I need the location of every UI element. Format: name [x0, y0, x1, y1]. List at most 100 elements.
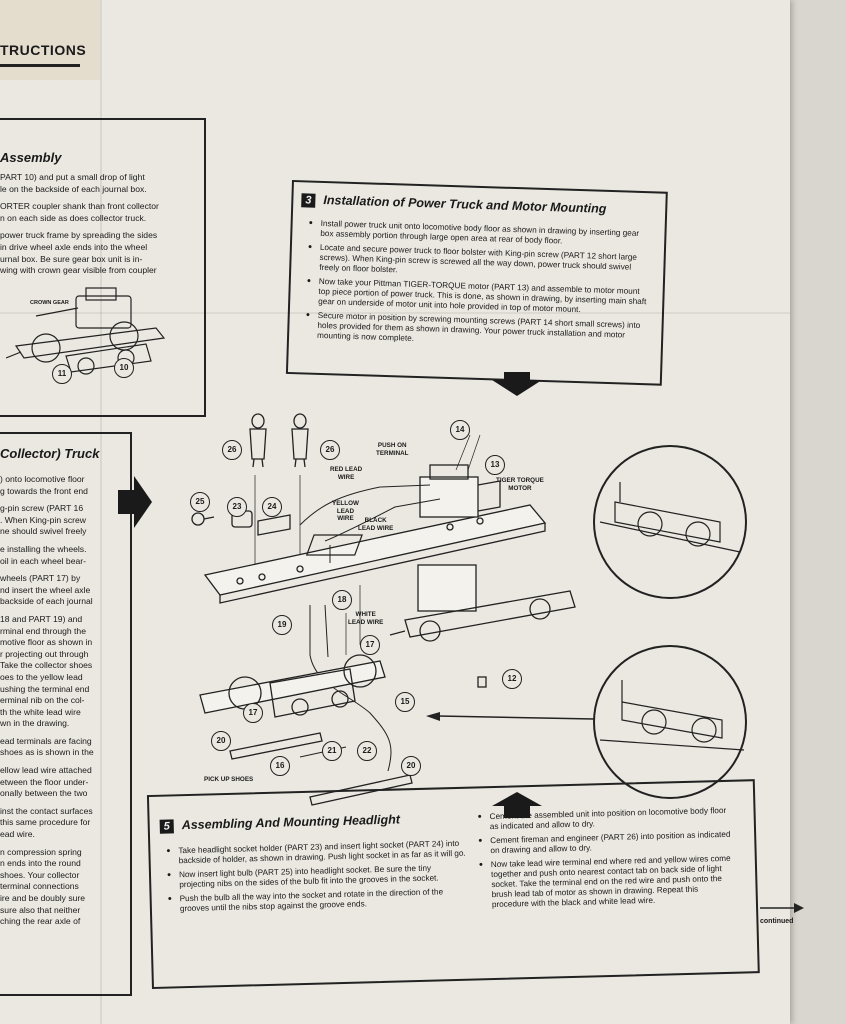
- section-5-left-bullets: Take headlight socket holder (PART 23) a…: [166, 839, 468, 919]
- text-line: power truck frame by spreading the sides: [0, 230, 158, 241]
- callout-21: 21: [322, 741, 342, 761]
- text-line: g towards the front end: [0, 485, 88, 496]
- text-line: in drive wheel axle ends into the wheel: [0, 241, 148, 252]
- callout-26a: 26: [222, 440, 242, 460]
- folded-page-strip: [0, 0, 100, 80]
- bullet-item: Secure motor in position by screwing mou…: [305, 311, 648, 352]
- callout-19: 19: [272, 615, 292, 635]
- detail-circle-bottom: [593, 645, 747, 799]
- callout-12: 12: [502, 669, 522, 689]
- right-arrow-icon: [118, 476, 152, 528]
- callout-17a: 17: [360, 635, 380, 655]
- text-line: sure also that neither: [0, 904, 81, 915]
- text-line: le on the backside of each journal box.: [0, 183, 147, 194]
- callout-23: 23: [227, 497, 247, 517]
- text-line: oil in each wheel bear-: [0, 555, 86, 566]
- callout-24: 24: [262, 497, 282, 517]
- text-line: ushing the terminal end: [0, 683, 90, 694]
- fold-crease-vertical: [100, 0, 102, 1024]
- section-3-box: 3 Installation of Power Truck and Motor M…: [285, 180, 668, 386]
- callout-20b: 20: [401, 756, 421, 776]
- heading-rule: [0, 64, 80, 67]
- text-line: shoes as is shown in the: [0, 747, 94, 758]
- text-line: erminal nib on the col-: [0, 695, 85, 706]
- down-arrow-icon: [492, 372, 542, 396]
- text-line: urnal box. Be sure gear box unit is in-: [0, 253, 143, 264]
- section-3-bullets: Install power truck unit onto locomotive…: [305, 219, 651, 356]
- bullet-item: Push the bulb all the way into the socke…: [168, 887, 468, 915]
- text-line: ) onto locomotive floor: [0, 474, 85, 484]
- crown-gear-label: CROWN GEAR: [30, 300, 69, 306]
- text-line: nd insert the wheel axle: [0, 584, 91, 595]
- red-lead-wire-label: RED LEAD WIRE: [330, 466, 363, 481]
- text-line: rminal end through the: [0, 625, 86, 636]
- text-line: ching the rear axle of: [0, 916, 81, 927]
- assembly-box: Assembly PART 10) and put a small drop o…: [0, 118, 206, 417]
- text-line: e installing the wheels.: [0, 543, 87, 554]
- pointer-arrow-icon: [426, 712, 595, 721]
- white-lead-wire-label: WHITE LEAD WIRE: [348, 611, 384, 626]
- section-5-number: 5: [159, 819, 174, 834]
- section-5-box: 5 Assembling And Mounting Headlight Take …: [146, 779, 760, 989]
- section-5-heading: 5 Assembling And Mounting Headlight: [159, 812, 401, 834]
- callout-22: 22: [357, 741, 377, 761]
- callout-16: 16: [270, 756, 290, 776]
- bullet-item: Cement fireman and engineer (PART 26) in…: [478, 830, 734, 857]
- detail-circle-top: [593, 445, 747, 599]
- callout-15: 15: [395, 692, 415, 712]
- text-line: shoes. Your collector: [0, 869, 80, 880]
- continued-arrow-icon: [760, 903, 804, 913]
- bullet-item: Take headlight socket holder (PART 23) a…: [166, 839, 466, 867]
- text-line: this same procedure for: [0, 817, 91, 828]
- callout-11: 11: [52, 364, 72, 384]
- collector-truck-drawing: [6, 287, 166, 375]
- instruction-sheet: TRUCTIONS Assembly PART 10) and put a sm…: [0, 0, 790, 1024]
- text-line: wheels (PART 17) by: [0, 573, 81, 584]
- text-line: g-pin screw (PART 16: [0, 503, 84, 514]
- collector-truck-title: Collector) Truck: [0, 446, 100, 461]
- bullet-item: Now take lead wire terminal end where re…: [479, 854, 736, 911]
- text-line: ead wire.: [0, 829, 35, 840]
- bullet-item: Now insert light bulb (PART 25) into hea…: [167, 863, 467, 891]
- text-line: wing with crown gear visible from couple…: [0, 265, 157, 276]
- pick-up-shoes-label: PICK UP SHOES: [204, 776, 254, 783]
- collector-truck-box: Collector) Truck ) onto locomotive floor…: [0, 432, 132, 996]
- text-line: motive floor as shown in: [0, 637, 93, 648]
- push-on-terminal-label: PUSH ON TERMINAL: [376, 442, 409, 457]
- instructions-heading: TRUCTIONS: [0, 42, 87, 58]
- text-line: inst the contact surfaces: [0, 805, 93, 816]
- callout-26b: 26: [320, 440, 340, 460]
- callout-18: 18: [332, 590, 352, 610]
- text-line: backside of each journal: [0, 596, 93, 607]
- text-line: Take the collector shoes: [0, 660, 93, 671]
- text-line: onally between the two: [0, 788, 88, 799]
- section-3-title: Installation of Power Truck and Motor Mo…: [323, 192, 607, 216]
- assembly-title: Assembly: [0, 150, 62, 165]
- text-line: n on each side as does collector truck.: [0, 212, 147, 223]
- text-line: terminal connections: [0, 881, 79, 892]
- callout-10: 10: [114, 358, 134, 378]
- section-5-title: Assembling And Mounting Headlight: [181, 812, 401, 833]
- text-line: ire and be doubly sure: [0, 893, 86, 903]
- black-lead-wire-label: BLACK LEAD WIRE: [358, 517, 394, 532]
- callout-20a: 20: [211, 731, 231, 751]
- tiger-torque-motor-label: TIGER TORQUE MOTOR: [496, 477, 544, 492]
- text-line: r projecting out through: [0, 648, 89, 659]
- callout-13: 13: [485, 455, 505, 475]
- text-line: ne should swivel freely: [0, 526, 87, 537]
- text-line: ead terminals are facing: [0, 735, 92, 746]
- section-3-number: 3: [301, 193, 316, 208]
- callout-25: 25: [190, 492, 210, 512]
- yellow-lead-wire-label: YELLOW LEAD WIRE: [332, 500, 359, 522]
- exploded-assembly-diagram: [191, 413, 576, 806]
- callout-14: 14: [450, 420, 470, 440]
- text-line: . When King-pin screw: [0, 514, 86, 525]
- bullet-item: Cement the assembled unit into position …: [477, 806, 733, 833]
- text-line: ORTER coupler shank than front collector: [0, 201, 159, 212]
- text-line: n compression spring: [0, 846, 82, 857]
- text-line: 18 and PART 19) and: [0, 613, 83, 624]
- text-line: n ends into the round: [0, 858, 81, 869]
- text-line: wn in the drawing.: [0, 718, 70, 729]
